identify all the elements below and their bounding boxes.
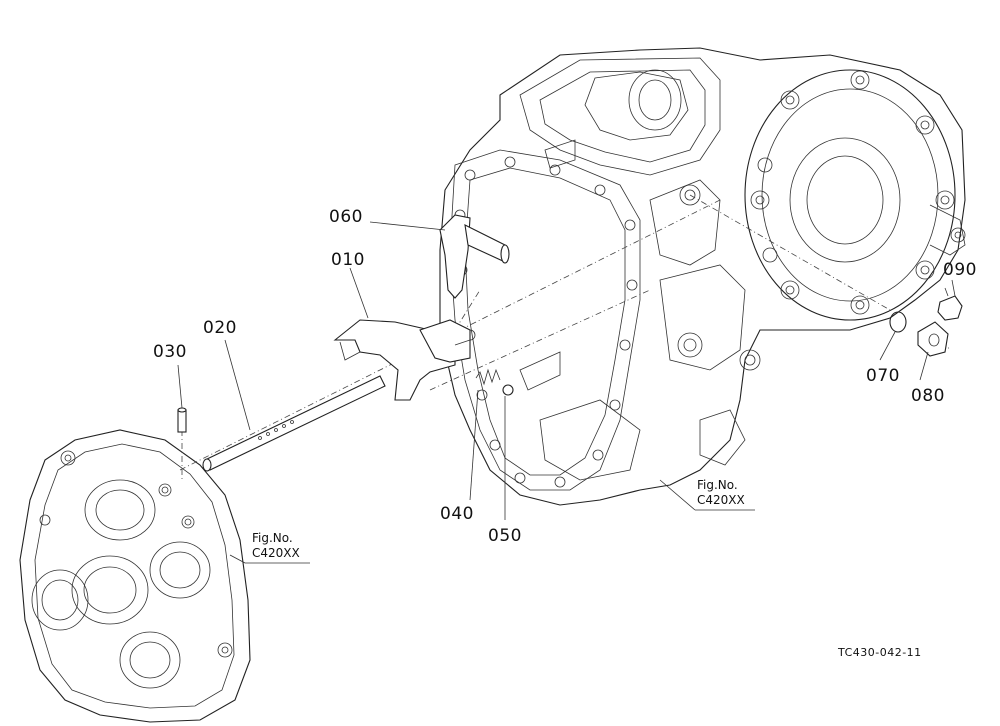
bushing-collar	[917, 321, 949, 357]
spring-pin	[177, 407, 187, 433]
figure-reference-caption: Fig.No.	[252, 531, 293, 545]
drawing-code: TC430-042-11	[838, 646, 922, 659]
part-label-090: 090	[943, 260, 977, 280]
part-label-020: 020	[203, 318, 237, 338]
figure-reference-number: C420XX	[697, 493, 745, 507]
figure-reference-number: C420XX	[252, 546, 300, 560]
part-label-010: 010	[331, 250, 365, 270]
part-label-060: 060	[329, 207, 363, 227]
shift-rod	[202, 375, 386, 472]
part-label-070: 070	[866, 366, 900, 386]
figure-reference-caption: Fig.No.	[697, 478, 738, 492]
detent-ball	[502, 384, 514, 396]
figure-reference-left: Fig.No. C420XX	[252, 531, 300, 561]
part-label-040: 040	[440, 504, 474, 524]
part-label-080: 080	[911, 386, 945, 406]
o-ring	[889, 311, 907, 333]
transmission-case	[439, 47, 966, 506]
detent-spring	[475, 368, 501, 386]
front-cover-plate	[19, 429, 251, 723]
shift-arm	[439, 214, 510, 299]
assembly-center-lines	[179, 194, 951, 480]
figure-reference-right: Fig.No. C420XX	[697, 478, 745, 508]
part-label-050: 050	[488, 526, 522, 546]
shift-fork	[333, 319, 471, 401]
leader-lines	[177, 221, 956, 564]
part-label-030: 030	[153, 342, 187, 362]
hex-bolt	[937, 287, 963, 321]
